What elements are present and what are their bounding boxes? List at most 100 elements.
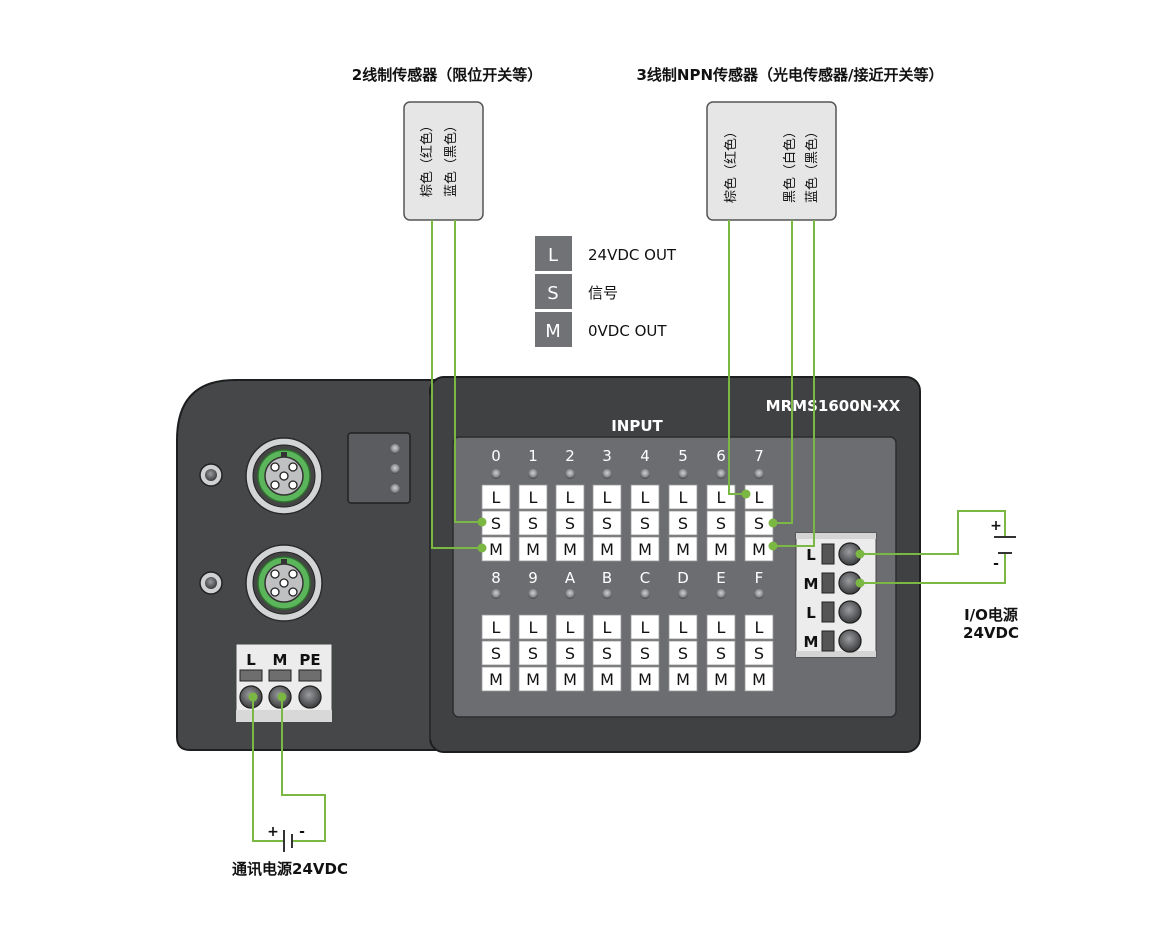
wire-dots [248,489,865,702]
terminal-cell [668,536,698,562]
terminal-letter: M [600,540,614,559]
channel-led-3 [602,469,612,479]
m12-connector-top[interactable] [245,437,323,515]
terminal-cell [518,666,548,692]
io-terminal-label: M [804,633,819,651]
terminal-letter: L [641,488,650,507]
sensor-3wire-wire-2: 黑色（白色） [782,125,798,203]
sensor-3wire-wire-3: 蓝色（黑色） [804,125,820,203]
terminal-cell [668,666,698,692]
terminal-cell [630,614,660,640]
terminal-cell [630,510,660,536]
terminal-cell [630,666,660,692]
sensor-2wire-box [403,101,484,221]
terminal-cell [668,614,698,640]
terminal-letter: L [755,618,764,637]
legend-desc-l: 24VDC OUT [588,246,677,264]
io-terminal-release[interactable] [821,572,835,594]
terminal-cell [668,510,698,536]
io-terminal-label: L [806,546,816,564]
terminal-letter: L [717,488,726,507]
terminal-letter: M [638,670,652,689]
terminal-letter: L [529,488,538,507]
terminal-letter: S [528,644,538,663]
terminal-letter: S [602,514,612,533]
channel-led-1 [528,469,538,479]
comm-terminal-release[interactable] [298,669,322,682]
terminal-cell [555,510,585,536]
terminal-cell [481,666,511,692]
channel-label-d: D [677,569,689,587]
io-minus: - [993,556,999,572]
terminal-cell [518,484,548,510]
comm-terminal-release[interactable] [239,669,263,682]
left-screw-top [199,463,223,487]
sensor-3wire-title: 3线制NPN传感器（光电传感器/接近开关等） [636,66,943,84]
channel-led-e [716,589,726,599]
comm-terminal-release[interactable] [268,669,292,682]
comm-terminal-hole[interactable] [298,685,322,709]
channel-label-2: 2 [565,447,575,465]
terminal-cell [518,510,548,536]
terminal-letter: L [679,488,688,507]
terminal-letter: M [526,540,540,559]
terminal-cell [706,614,736,640]
terminal-cell [744,640,774,666]
terminal-cell [592,614,622,640]
left-screw-bottom [199,571,223,595]
terminal-cell [555,666,585,692]
comm-power-terminal [235,643,333,723]
legend [535,236,572,347]
io-terminal-hole[interactable] [838,629,862,653]
comm-terminal-label: M [273,651,288,669]
wire-comm-minus [281,697,326,842]
terminal-letter: S [754,514,764,533]
channel-led-7 [754,469,764,479]
io-battery-symbol [994,536,1016,554]
channel-led-c [640,589,650,599]
terminal-letter: S [716,644,726,663]
terminal-letter: L [529,618,538,637]
terminal-cell [481,536,511,562]
terminal-letter: M [489,540,503,559]
channel-led-d [678,589,688,599]
sensor-3wire-wire-1: 棕色（红色） [723,125,739,203]
legend-desc-s: 信号 [588,284,618,302]
terminal-letter: M [676,540,690,559]
terminal-cell [744,614,774,640]
channel-label-5: 5 [678,447,688,465]
terminal-letter: L [641,618,650,637]
io-terminal-hole[interactable] [838,600,862,624]
model-name: MRMS1600N-XX [766,397,901,415]
terminal-letter: M [526,670,540,689]
terminal-letter: L [566,618,575,637]
io-plus: + [990,518,1002,534]
terminal-cell [592,536,622,562]
channel-led-6 [716,469,726,479]
terminal-letter: S [528,514,538,533]
wire-3wire-brown [728,220,746,495]
wires [252,220,1006,842]
legend-key-m: M [545,321,561,342]
terminal-letter: L [603,618,612,637]
io-terminal-release[interactable] [821,543,835,565]
terminal-cell [518,614,548,640]
terminal-cell [706,536,736,562]
terminal-cell [630,536,660,562]
terminal-letter: S [602,644,612,663]
terminal-letter: M [638,540,652,559]
channel-label-1: 1 [528,447,538,465]
io-power-label-2: 24VDC [963,624,1019,642]
comm-terminal-label: PE [299,651,320,669]
comm-terminal-label: L [246,651,256,669]
io-terminal-release[interactable] [821,601,835,623]
io-terminal-release[interactable] [821,630,835,652]
terminal-letter: M [752,670,766,689]
m12-connector-bottom[interactable] [245,544,323,622]
terminal-letter: M [489,670,503,689]
terminal-cell [592,510,622,536]
channel-led-2 [565,469,575,479]
channel-led-f [754,589,764,599]
